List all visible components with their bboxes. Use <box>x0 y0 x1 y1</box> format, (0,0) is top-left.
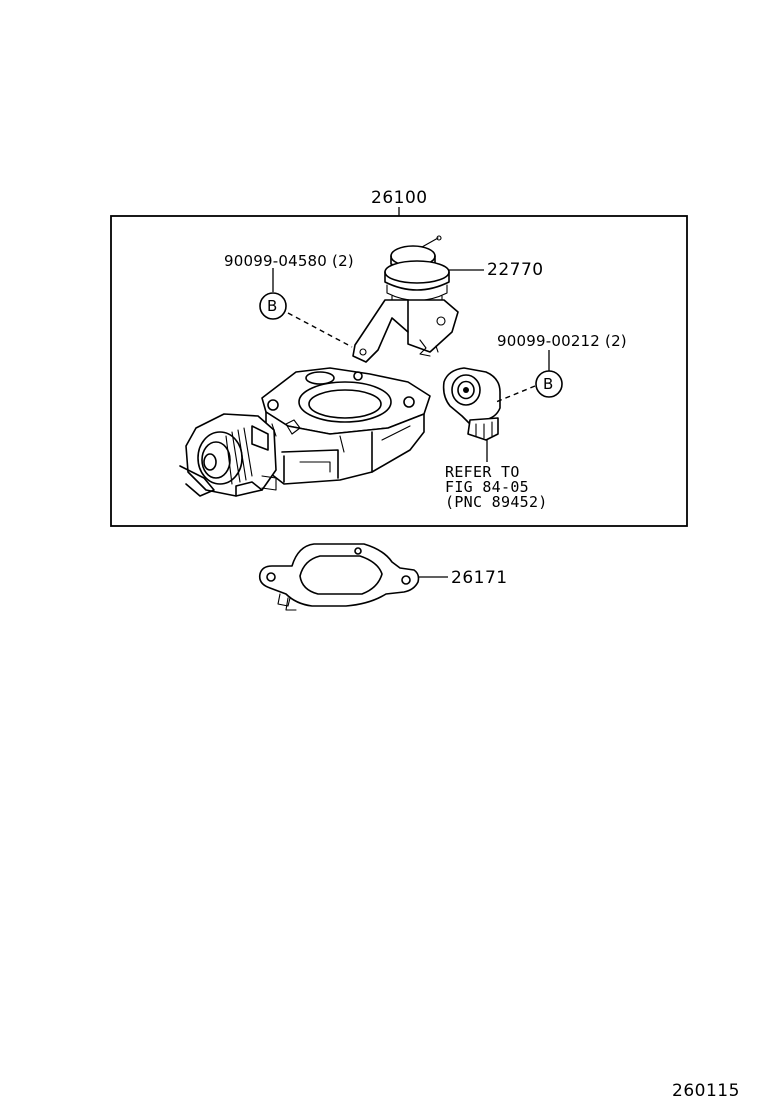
marker-right-circle <box>535 370 563 398</box>
refer-line-3: (PNC 89452) <box>445 493 548 511</box>
marker-left-circle <box>259 292 287 320</box>
vacuum-actuator-drawing <box>352 235 459 363</box>
assembly-part-number: 26100 <box>371 188 428 208</box>
screw-right-part-number: 90099-00212 (2) <box>497 332 627 350</box>
throttle-sensor-drawing <box>442 367 501 441</box>
marker-right-dashline <box>495 385 536 403</box>
actuator-part-number: 22770 <box>487 260 544 280</box>
refer-line-1: REFER TO <box>445 463 520 481</box>
marker-right-label: B <box>543 375 554 393</box>
marker-left-dashline <box>287 312 353 348</box>
gasket-part-number: 26171 <box>451 568 508 588</box>
throttle-body-drawing <box>179 367 431 497</box>
gasket-drawing <box>258 543 420 611</box>
refer-line-2: FIG 84-05 <box>445 478 529 496</box>
figure-code: 260115 <box>672 1081 740 1101</box>
marker-left-label: B <box>267 297 278 315</box>
screw-left-part-number: 90099-04580 (2) <box>224 252 354 270</box>
